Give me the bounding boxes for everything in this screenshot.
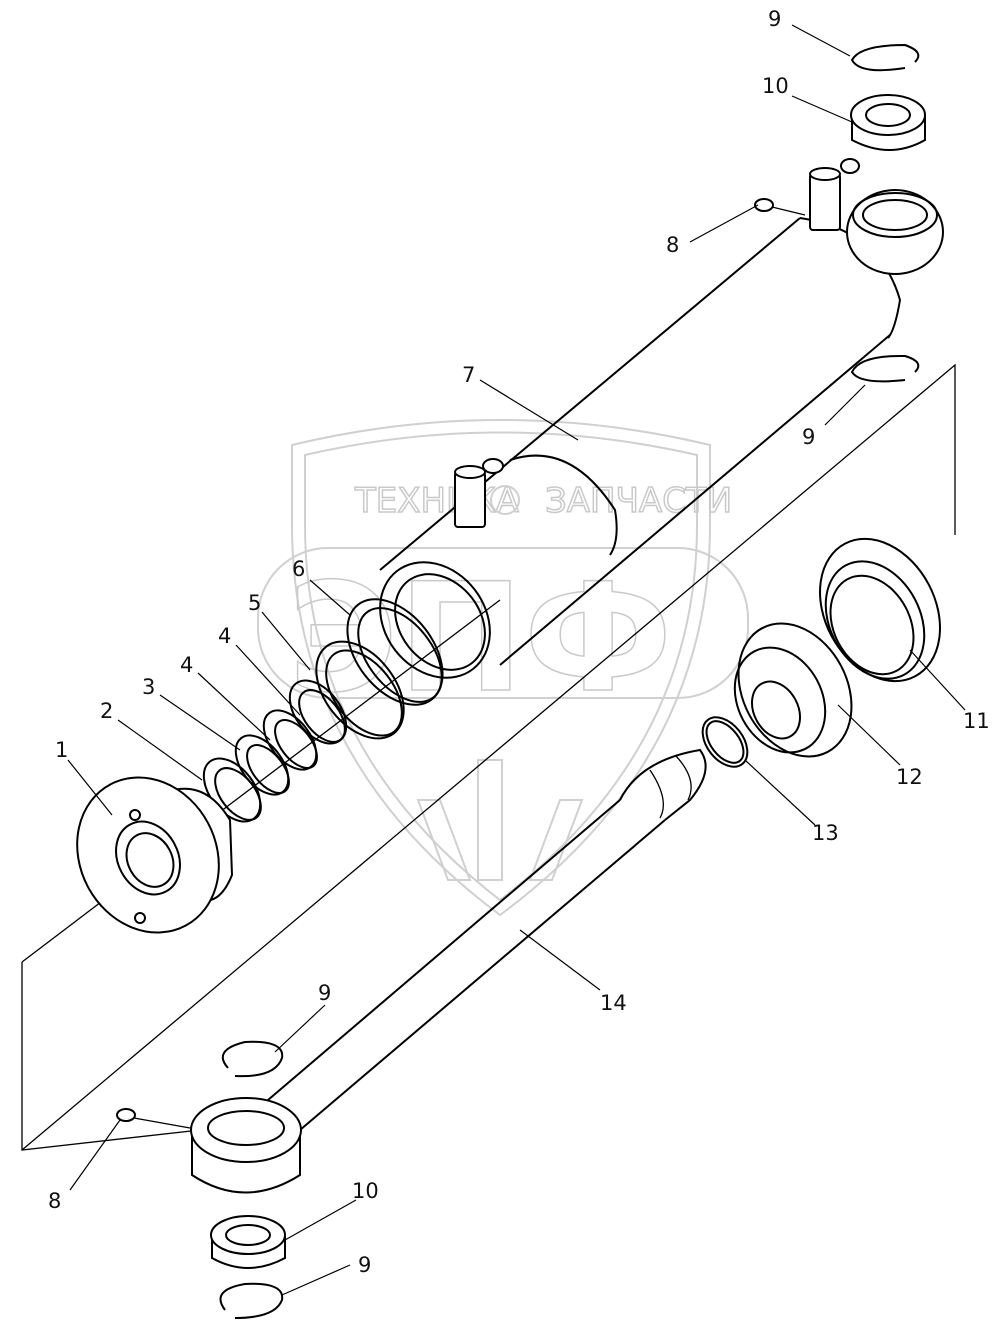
watermark-shield: ТЕХНИКА ЗАПЧАСТИ ЭПФ <box>257 419 749 917</box>
gland-part-1 <box>76 776 234 934</box>
callout-12: 12 <box>896 765 923 789</box>
callout-8-bottom: 8 <box>48 1189 61 1213</box>
grease-nipples <box>116 198 806 1129</box>
callout-11: 11 <box>963 709 990 733</box>
callout-13: 13 <box>812 821 839 845</box>
callout-9-lower: 9 <box>318 981 331 1005</box>
callout-4a: 4 <box>180 653 193 677</box>
piston-parts <box>701 537 941 768</box>
callout-9-top: 9 <box>768 7 781 31</box>
callout-1: 1 <box>55 738 68 762</box>
piston-rod <box>190 748 707 1194</box>
watermark-logo-text: ЭПФ <box>288 552 672 726</box>
watermark-text-left: ТЕХНИКА <box>354 481 519 521</box>
callout-14: 14 <box>600 991 627 1015</box>
watermark-gear-icon <box>490 485 520 515</box>
callout-2: 2 <box>100 699 113 723</box>
callout-9-mid: 9 <box>802 425 815 449</box>
watermark-building-icon <box>416 759 584 881</box>
leader-lines <box>67 24 966 1296</box>
callout-3: 3 <box>142 675 155 699</box>
callout-6: 6 <box>292 557 305 581</box>
watermark-text-right: ЗАПЧАСТИ <box>545 481 732 521</box>
bushings <box>210 94 926 1269</box>
snap-rings <box>219 43 920 1319</box>
callout-4b: 4 <box>218 624 231 648</box>
callout-labels: 1 2 3 4 4 5 6 7 8 8 9 9 9 9 10 10 11 12 … <box>48 7 990 1277</box>
callout-7: 7 <box>462 363 475 387</box>
callout-10-bottom: 10 <box>352 1179 379 1203</box>
callout-5: 5 <box>248 591 261 615</box>
cylinder-barrel <box>379 158 944 679</box>
callout-8-top: 8 <box>666 233 679 257</box>
callout-10-top: 10 <box>762 74 789 98</box>
callout-9-bottom: 9 <box>358 1253 371 1277</box>
